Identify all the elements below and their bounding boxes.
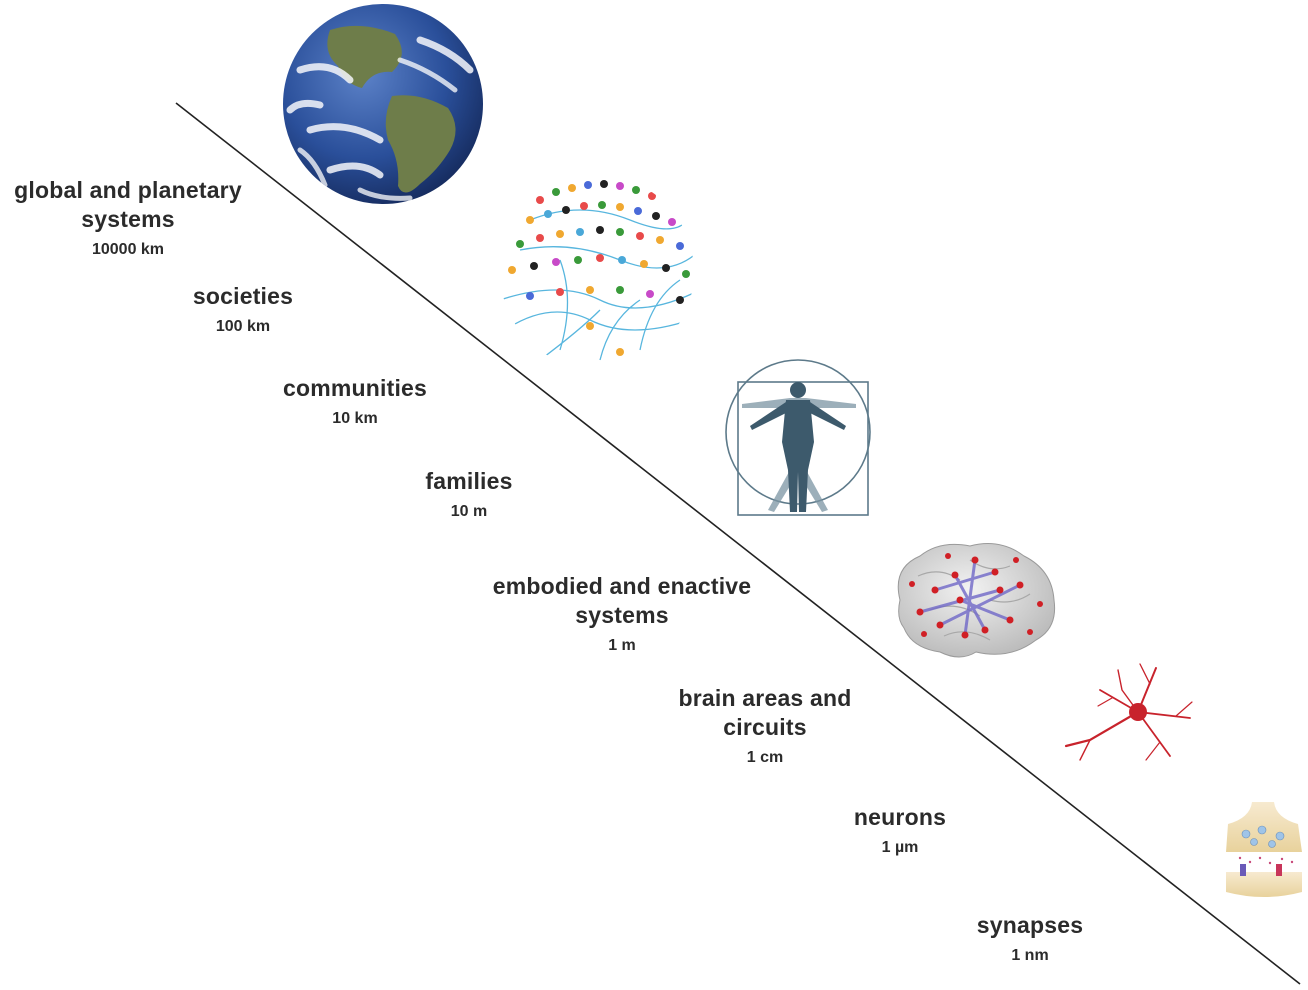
level-communities: communities 10 km [283,374,427,429]
level-brain-areas: brain areas and circuits 1 cm [678,684,851,768]
synapse-icon [1226,802,1302,897]
level-name: neurons [853,804,947,830]
level-name: embodied and enactive [492,573,752,599]
level-scale: 10 m [450,503,488,520]
earth-globe-icon [283,4,483,204]
level-scale: 1 µm [881,839,919,856]
level-name: global and planetary [14,177,242,203]
level-name: communities [282,375,428,401]
social-network-crowd-icon [500,180,694,361]
level-name-line2: systems [81,206,175,232]
vitruvian-human-figure-icon [725,359,871,516]
level-scale: 100 km [215,318,271,335]
level-scale: 10000 km [91,241,165,258]
level-families: families 10 m [425,467,512,522]
level-societies: societies 100 km [193,282,293,337]
level-synapses: synapses 1 nm [977,911,1083,966]
level-global-planetary: global and planetary systems 10000 km [14,176,242,260]
level-scale: 10 km [332,410,378,427]
level-scale: 1 cm [746,749,784,766]
level-name-line2: circuits [723,714,807,740]
level-name: synapses [976,912,1084,938]
level-scale: 1 m [608,637,636,654]
level-name: brain areas and [678,685,852,711]
level-name: societies [192,283,294,309]
brain-network-icon [897,543,1056,658]
level-name-line2: systems [575,602,669,628]
level-neurons: neurons 1 µm [854,803,946,858]
level-name: families [425,468,513,494]
level-embodied-enactive: embodied and enactive systems 1 m [493,572,752,656]
level-scale: 1 nm [1011,947,1049,964]
neuron-icon [1064,663,1193,761]
